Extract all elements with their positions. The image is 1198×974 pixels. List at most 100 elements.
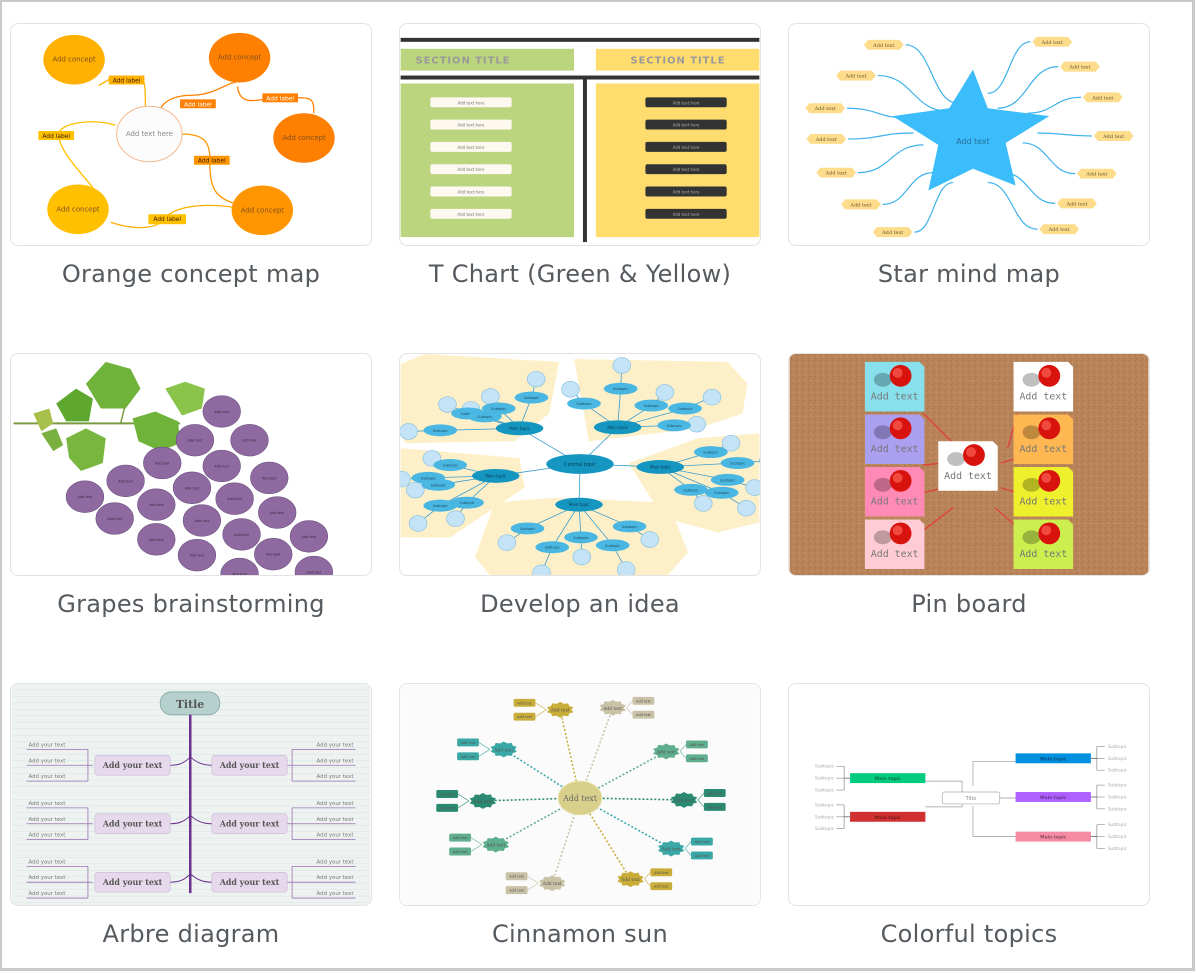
- vine-leaves: [13, 361, 205, 471]
- ray-leaf: [650, 882, 673, 891]
- sticky-note-text: Add text: [871, 444, 919, 455]
- subtopic-text: Subtopic: [1108, 744, 1128, 750]
- template-card-orange-concept-map[interactable]: Add concept Add concept Add concept Add …: [10, 23, 372, 246]
- list-item-text: Add text here: [458, 145, 485, 150]
- subtopic-node: [423, 499, 458, 512]
- template-title[interactable]: Star mind map: [877, 260, 1061, 288]
- main-topic-text: Main topic: [1040, 756, 1067, 762]
- grape-node: [172, 471, 212, 504]
- subtopic-text: Subtopic: [1108, 834, 1128, 840]
- subtopic-node: [411, 471, 446, 484]
- branch-node-text: Add your text: [219, 820, 280, 829]
- template-title[interactable]: Develop an idea: [480, 590, 680, 618]
- ray-leaf-text: Add text: [694, 840, 710, 844]
- ray-leaf-text: Add text: [653, 885, 669, 889]
- ray-leaf: [436, 790, 459, 798]
- ray-connector: [579, 797, 685, 801]
- grape-text: Add text: [270, 511, 285, 515]
- ray-node-text: Add text: [656, 750, 676, 755]
- template-title[interactable]: T Chart (Green & Yellow): [428, 260, 732, 288]
- list-item-text: Add text here: [458, 167, 485, 172]
- grape-node: [143, 446, 182, 480]
- grape-text: Add text: [195, 519, 210, 523]
- grape-text: Add text: [188, 439, 203, 443]
- list-item-text: Add text here: [458, 123, 485, 128]
- branch-connector: [987, 41, 1031, 94]
- grape-text: Add text: [234, 533, 249, 537]
- grape-node: [95, 502, 134, 535]
- concept-text: Add concept: [282, 134, 325, 142]
- branch-connector: [858, 144, 924, 174]
- template-title[interactable]: Grapes brainstorming: [57, 590, 325, 618]
- list-item: [430, 164, 512, 175]
- leaf-text: Add your text: [317, 859, 354, 865]
- ray-leaf-text: Add text: [694, 854, 710, 858]
- subtopic-text: Subtopic: [545, 546, 560, 550]
- main-topic-node: [555, 497, 603, 512]
- section-title-right: SECTION TITLE: [631, 56, 726, 67]
- template-title[interactable]: Orange concept map: [61, 260, 321, 288]
- ray-node: [670, 792, 698, 808]
- leaf-text: Add your text: [317, 891, 354, 897]
- list-item: [645, 141, 727, 152]
- template-title[interactable]: Colorful topics: [880, 920, 1058, 948]
- main-topic-node: [593, 420, 642, 435]
- leaf-node: [408, 515, 428, 532]
- template-title[interactable]: Pin board: [911, 590, 1027, 618]
- leaf-text: Add your text: [28, 859, 65, 865]
- branch-connector: [905, 44, 959, 104]
- ray-leaf-text: Add text: [635, 699, 651, 703]
- grape-text: Add text: [214, 410, 229, 414]
- list-item: [430, 208, 512, 219]
- list-item-text: Add text here: [458, 189, 485, 194]
- branch-tag: [841, 199, 881, 210]
- ray-leaf-text: Add text: [516, 701, 532, 705]
- subtopic-text: Subtopic: [433, 429, 448, 433]
- subtopic-node: [468, 410, 502, 423]
- subtopic-node: [634, 399, 669, 412]
- list-item: [430, 97, 512, 108]
- branch-tag-text: Add text: [844, 74, 866, 80]
- leaf-text: Add your text: [28, 801, 65, 807]
- main-topic-node: [495, 421, 544, 436]
- list-item: [430, 141, 512, 152]
- leaf-node: [400, 470, 411, 488]
- list-item: [645, 186, 727, 197]
- leaf-node: [526, 370, 546, 388]
- subtopic-text: Subtopic: [421, 476, 436, 480]
- ray-leaf-text: Add text: [452, 836, 468, 840]
- subtopic-node: [514, 391, 549, 404]
- branch-connector: [882, 172, 934, 205]
- ray-leaf: [457, 738, 479, 747]
- ray-node: [653, 743, 680, 760]
- leaf-node: [446, 510, 465, 527]
- template-title[interactable]: Cinnamon sun: [492, 920, 668, 948]
- sticky-note-text: Add text: [1019, 549, 1067, 560]
- branch-tag-text: Add text: [849, 202, 871, 208]
- subtopic-text: Subtopic: [524, 396, 539, 400]
- subtopic-text: Subtopic: [714, 491, 729, 495]
- subtopic-node: [595, 539, 630, 552]
- leaf-node: [572, 548, 592, 566]
- subtopic-node: [603, 382, 638, 395]
- template-title[interactable]: Arbre diagram: [102, 920, 280, 948]
- leaf-node: [702, 388, 722, 406]
- grape-text: Add text: [155, 462, 170, 466]
- main-topic-text: Main topic: [875, 776, 902, 782]
- subtopic-text: Subtopic: [667, 424, 682, 428]
- ray-leaf-text: Add text: [516, 715, 532, 719]
- concept-node: [273, 113, 335, 163]
- ray-leaf: [632, 710, 655, 719]
- template-card-t-chart-green-yellow[interactable]: SECTION TITLE SECTION TITLE Add text her…: [399, 23, 761, 246]
- grape-text: Add text: [149, 503, 164, 507]
- title-node-text: Title: [176, 698, 204, 711]
